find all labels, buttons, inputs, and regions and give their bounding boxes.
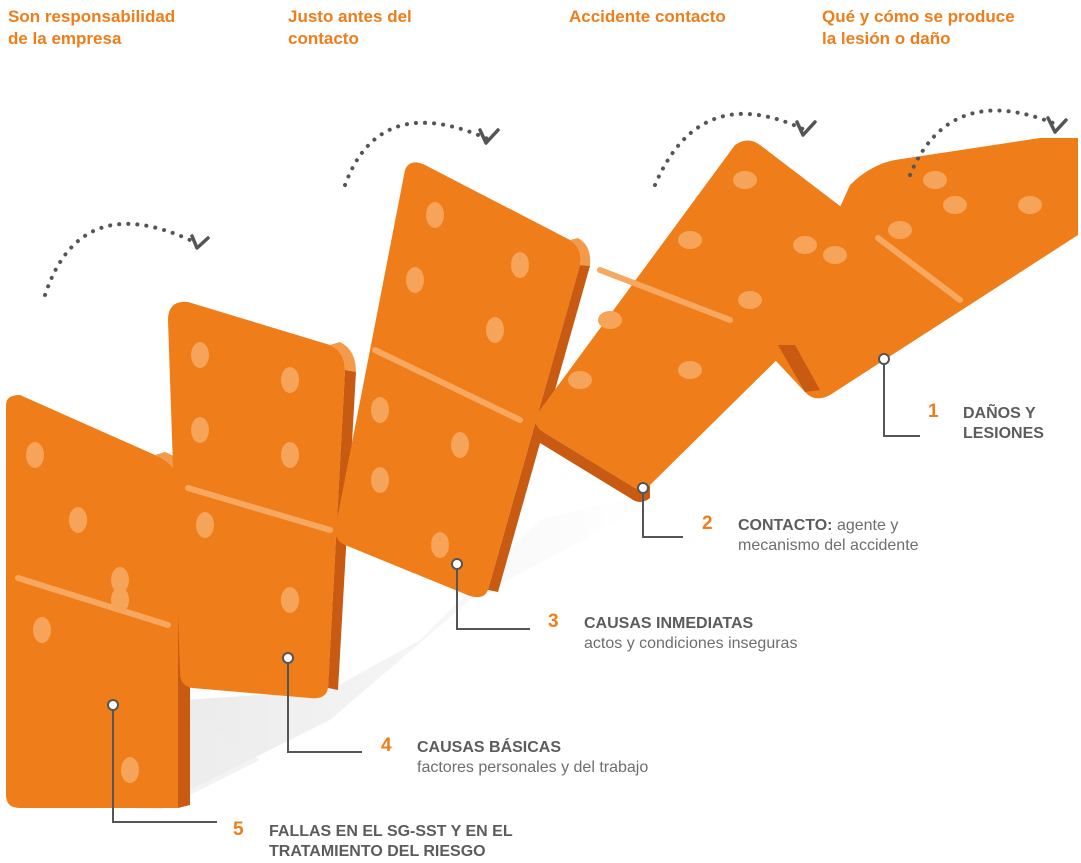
dotted-arrow-icon [343,120,492,187]
arrow-head-icon [795,120,817,137]
domino-4 [168,301,356,699]
domino-1 [772,138,1078,399]
level-4-number: 4 [381,735,392,756]
level-2-number: 2 [702,513,713,534]
leader-lines [107,353,920,823]
level-3-number: 3 [548,611,559,632]
dotted-arrow-icon [43,221,192,297]
level-1-label: 1 DAÑOS Y LESIONES [928,402,1044,444]
level-1-number: 1 [928,401,939,422]
domino-5 [6,395,190,808]
level-5-title-line1: FALLAS EN EL SG-SST Y EN EL [269,823,513,840]
dotted-arrow-icon [653,111,807,187]
level-4-label: 4 CAUSAS BÁSICAS factores personales y d… [381,736,648,778]
level-2-title: CONTACTO: [738,517,833,534]
level-4-desc: factores personales y del trabajo [417,759,649,776]
level-5-title-line2: TRATAMIENTO DEL RIESGO [269,843,486,860]
arrow-head-icon [1046,116,1068,134]
level-4-title: CAUSAS BÁSICAS [417,739,562,756]
level-5-label: 5 FALLAS EN EL SG-SST Y EN EL TRATAMIENT… [233,820,513,862]
header-que-como: Qué y cómo se produce la lesión o daño [822,7,1015,48]
leader-line-1 [878,353,920,437]
level-1-title-line1: DAÑOS Y [963,405,1036,422]
leader-line-2 [637,482,683,538]
header-justo-antes: Justo antes del contacto [288,7,412,48]
header-accidente: Accidente contacto [569,7,726,26]
level-3-title: CAUSAS INMEDIATAS [584,615,754,632]
arrow-head-icon [190,234,210,250]
level-2-desc-line2: mecanismo del accidente [738,537,919,554]
leader-line-5 [107,699,217,823]
domino-2 [535,140,884,502]
leader-line-3 [451,558,530,630]
level-3-label: 3 CAUSAS INMEDIATAS actos y condiciones … [548,612,797,654]
level-3-desc: actos y condiciones inseguras [584,635,798,652]
arrow-head-icon [478,128,500,145]
level-2-label: 2 CONTACTO: agente y mecanismo del accid… [702,514,919,556]
leader-line-4 [282,652,362,753]
level-5-number: 5 [233,819,244,840]
level-2-desc-inline: agente y [832,517,899,534]
header-responsabilidad: Son responsabilidad de la empresa [8,7,176,48]
fall-arrows [43,108,1060,297]
level-1-title-line2: LESIONES [963,425,1044,442]
arrow-heads [190,116,1068,250]
